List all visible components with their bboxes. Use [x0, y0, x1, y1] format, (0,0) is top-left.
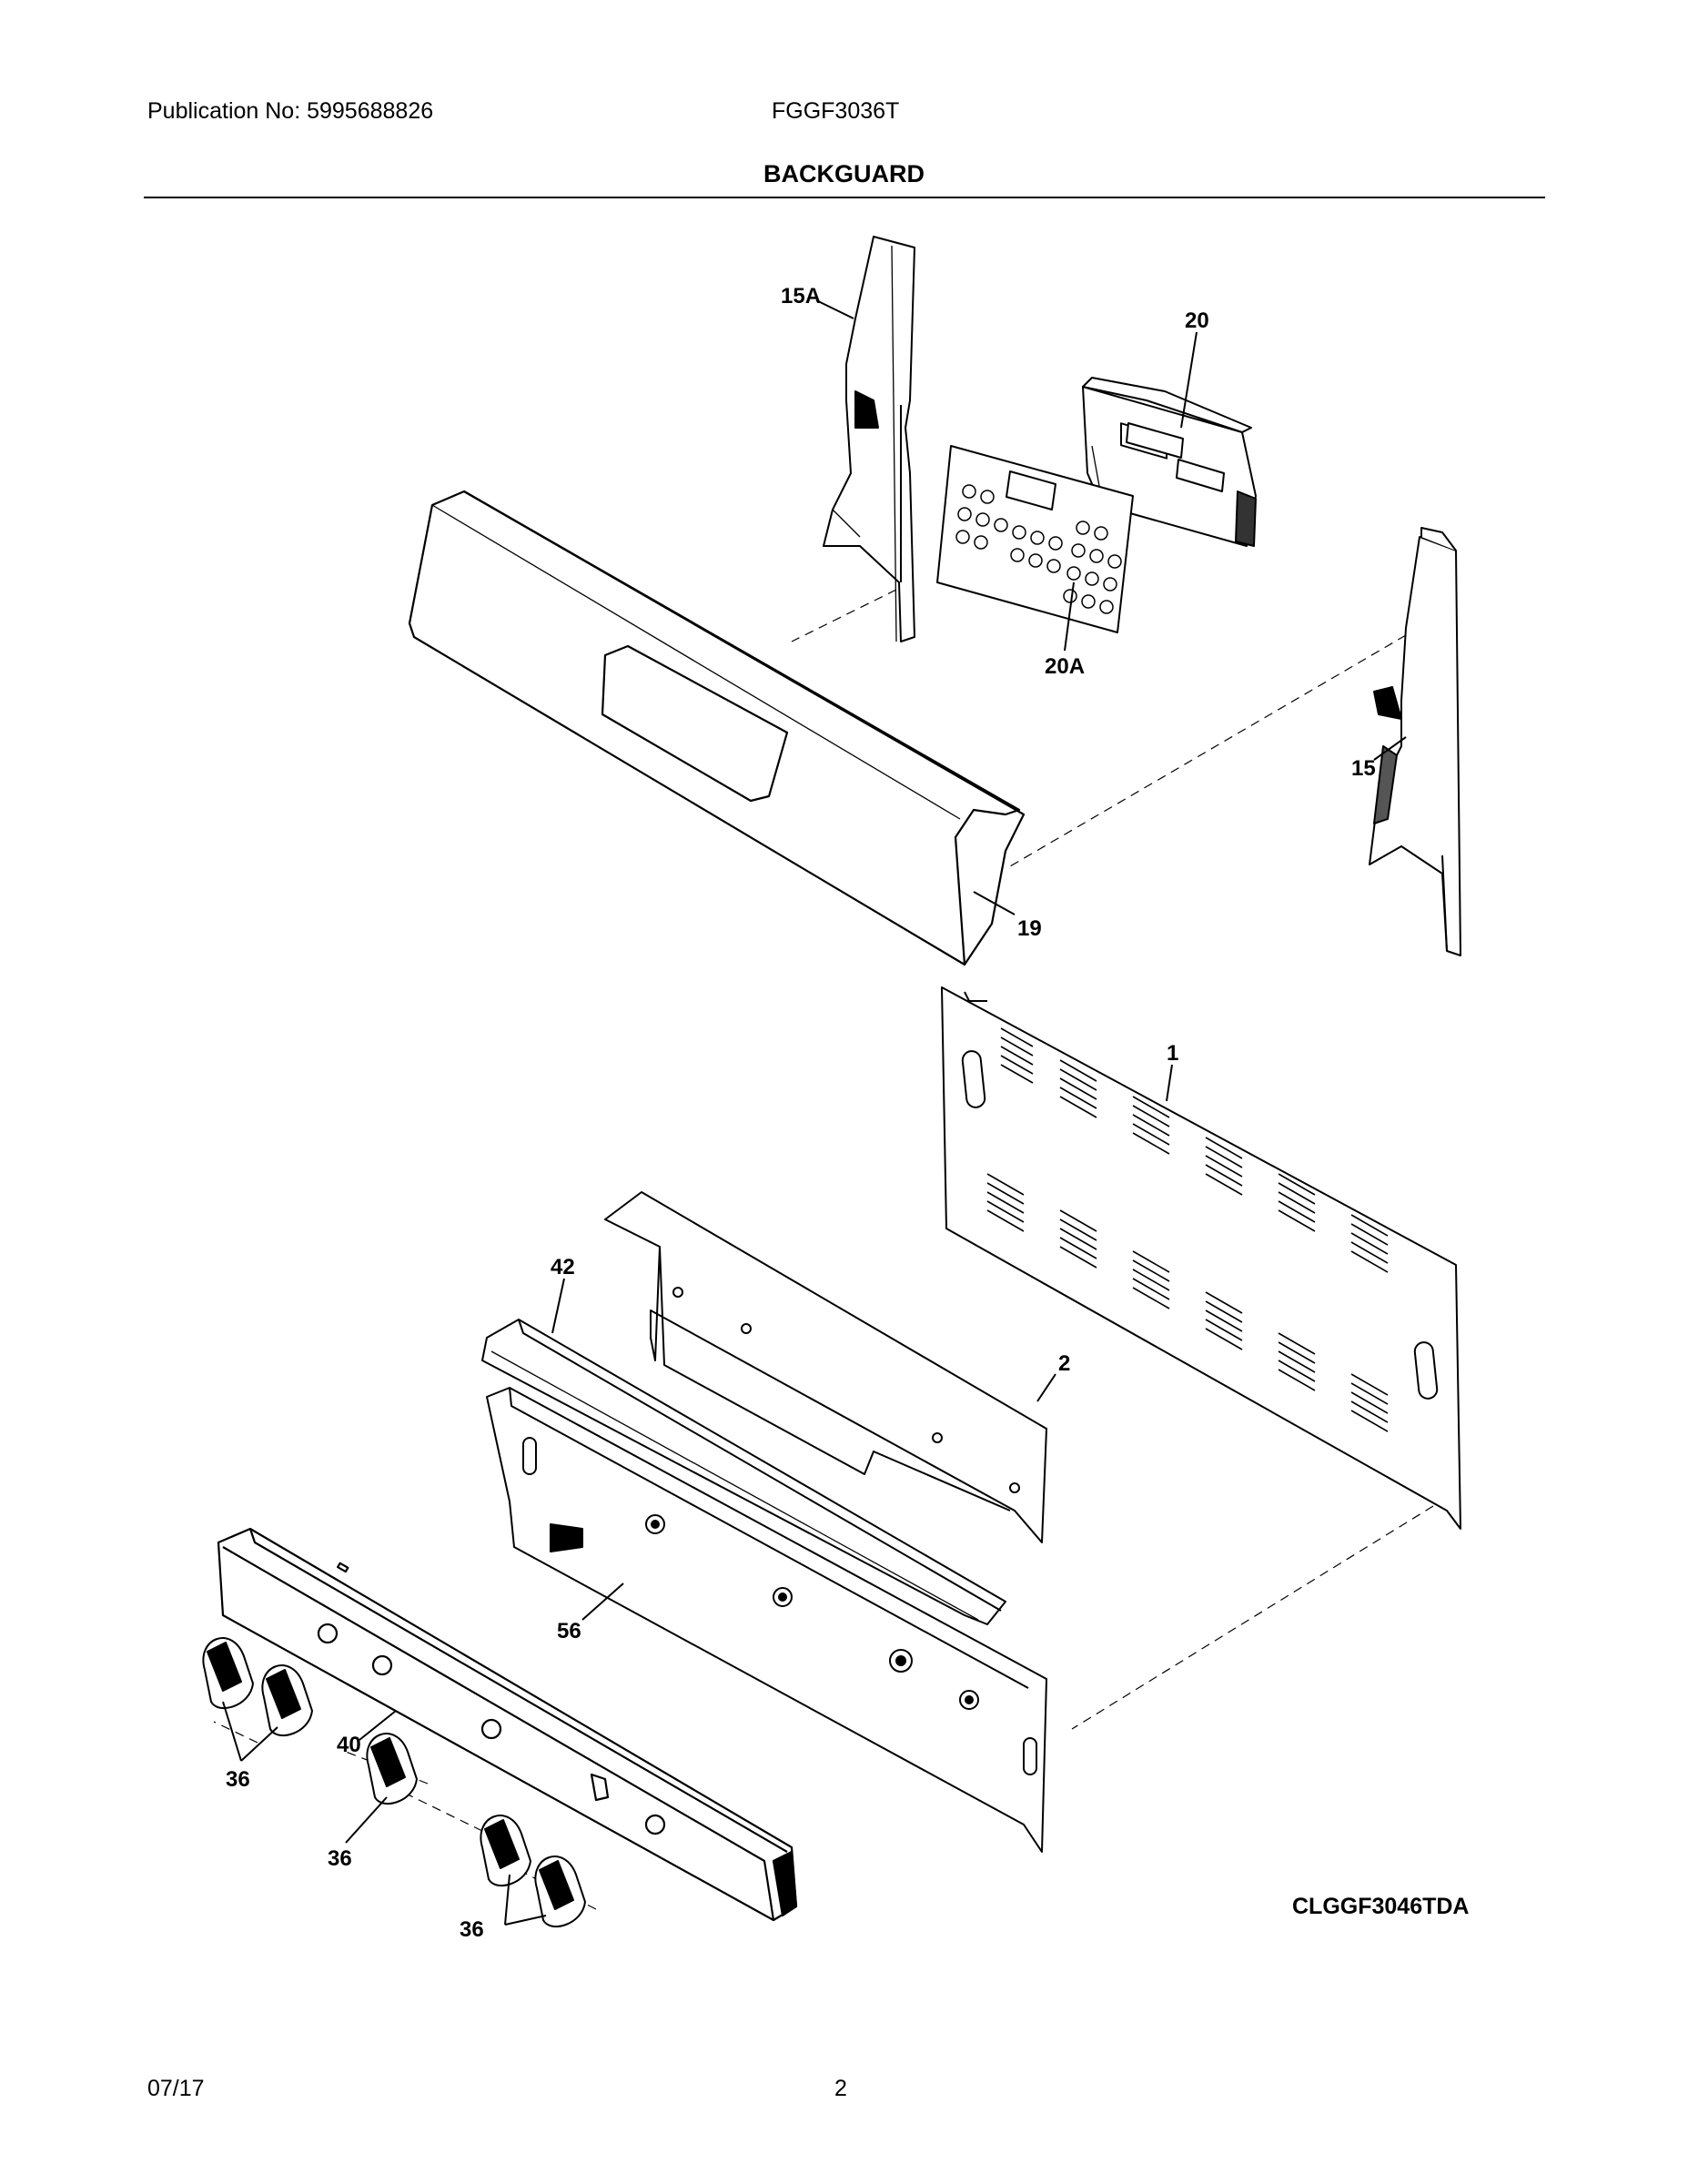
callout-20A: 20A	[1045, 654, 1085, 679]
control-panel-19	[408, 490, 1026, 966]
page-number: 2	[834, 2076, 847, 2101]
callout-36-b: 36	[328, 1846, 352, 1871]
callout-2: 2	[1058, 1351, 1070, 1376]
callout-15A: 15A	[781, 284, 821, 308]
rear-panel-1	[941, 986, 1461, 1530]
diagram-code: CLGGF3046TDA	[1292, 1894, 1470, 1919]
callout-20: 20	[1185, 308, 1209, 333]
callout-15: 15	[1351, 756, 1376, 781]
callout-36-a: 36	[226, 1767, 250, 1792]
leader-lines	[222, 299, 1407, 1926]
keypad-overlay-20A	[936, 445, 1134, 633]
manifold-bracket-56	[486, 1387, 1047, 1853]
left-side-bracket-15A	[823, 236, 915, 642]
callout-56: 56	[557, 1619, 581, 1643]
callout-40: 40	[337, 1733, 361, 1757]
right-side-bracket-15	[1369, 527, 1461, 956]
callout-36-c: 36	[460, 1917, 484, 1942]
header-rule	[144, 197, 1545, 198]
model-number: FGGF3036T	[772, 98, 900, 124]
heat-shield-2	[604, 1191, 1047, 1543]
callout-1: 1	[1167, 1041, 1178, 1066]
footer-date: 07/17	[147, 2076, 205, 2101]
knob-panel-40	[217, 1527, 798, 1922]
section-title: BACKGUARD	[763, 160, 925, 187]
control-knobs-36	[202, 1637, 586, 1928]
callout-19: 19	[1017, 916, 1042, 941]
publication-number: Publication No: 5995688826	[147, 98, 434, 124]
channel-42	[481, 1319, 1006, 1625]
callout-42: 42	[551, 1255, 575, 1279]
